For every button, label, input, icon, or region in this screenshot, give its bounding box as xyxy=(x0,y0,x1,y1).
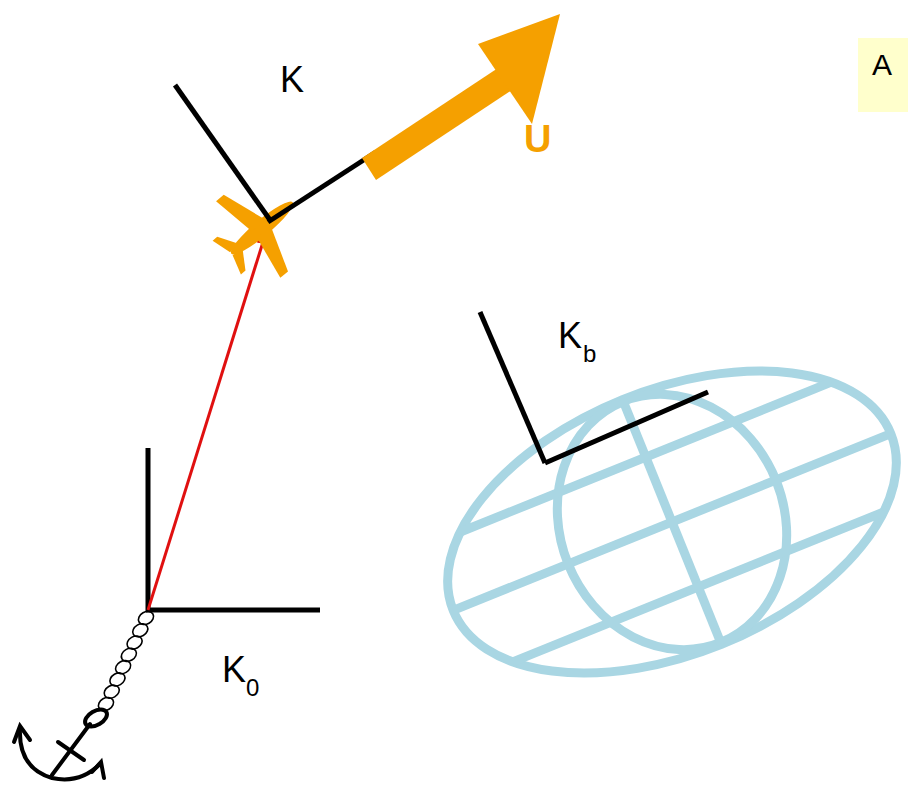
kb-frame-axes xyxy=(480,312,708,463)
frame-label: K xyxy=(280,62,304,98)
anchor-symbol xyxy=(14,706,110,779)
frame-subscript: 0 xyxy=(246,676,259,700)
globe-ellipsoid xyxy=(404,311,908,733)
velocity-label: U xyxy=(524,120,551,158)
frame-subscript: b xyxy=(583,342,596,366)
airplane-icon xyxy=(195,164,325,296)
note-box: A xyxy=(858,38,908,112)
frame-label: K xyxy=(222,652,246,688)
note-text: A xyxy=(872,50,908,80)
spring-coil xyxy=(96,609,156,713)
frame-label: K xyxy=(558,318,582,354)
k-frame-axes xyxy=(175,85,376,222)
velocity-arrow xyxy=(362,14,560,180)
position-vector xyxy=(148,226,268,610)
